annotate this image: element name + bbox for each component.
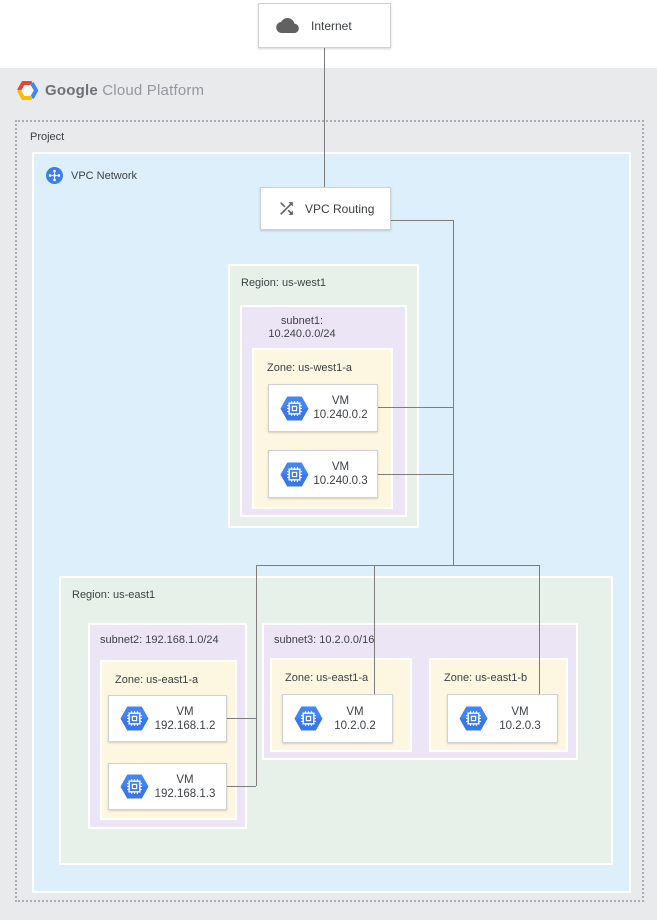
vpc-network-label: VPC Network — [71, 169, 138, 182]
internet-label: Internet — [311, 18, 352, 33]
subnet1-label: subnet1: 10.240.0.0/24 — [268, 315, 336, 340]
vm-node-10-240-0-3: VM 10.240.0.3 — [268, 450, 378, 498]
internet-node: Internet — [258, 3, 391, 48]
line-vm-east1-stub — [227, 718, 256, 719]
line-drop-vm-10-2-0-2 — [374, 565, 375, 695]
gcp-hexagon-icon — [17, 81, 38, 100]
line-vm-west2-to-trunk — [378, 474, 453, 475]
vm-name: VM — [331, 461, 350, 473]
vpc-network-tag: VPC Network — [46, 167, 137, 184]
vm-ip: 192.168.1.2 — [154, 719, 216, 732]
zone-us-east1-a-subnet3-label: Zone: us-east1-a — [285, 672, 369, 684]
vm-ip: 10.2.0.3 — [499, 719, 541, 732]
vpc-routing-label: VPC Routing — [305, 201, 375, 216]
cloud-icon — [276, 17, 299, 33]
gcp-logo: Google Cloud Platform — [17, 80, 204, 101]
vm-text: VM 10.240.0.2 — [310, 394, 377, 422]
zone-us-east1-b-label: Zone: us-east1-b — [444, 672, 528, 684]
compute-engine-icon — [280, 461, 309, 487]
vpc-network-icon — [46, 167, 63, 184]
vm-text: VM 192.168.1.3 — [150, 773, 226, 801]
line-vm-west1-to-trunk — [378, 407, 453, 408]
line-trunk-vertical — [453, 220, 454, 565]
vm-name: VM — [176, 773, 194, 786]
line-distribution-horizontal — [256, 565, 540, 566]
subnet3-label: subnet3: 10.2.0.0/16 — [274, 634, 375, 646]
vm-node-10-2-0-3: VM 10.2.0.3 — [447, 694, 558, 743]
vm-ip: 192.168.1.3 — [154, 787, 216, 800]
gcp-logo-text: Google Cloud Platform — [45, 82, 204, 99]
zone-us-west1-a-label: Zone: us-west1-a — [267, 362, 352, 374]
vm-name: VM — [331, 395, 350, 407]
vm-node-192-168-1-3: VM 192.168.1.3 — [108, 763, 227, 810]
vm-node-10-2-0-2: VM 10.2.0.2 — [282, 694, 393, 743]
line-drop-vm-10-2-0-3 — [539, 565, 540, 695]
vm-text: VM 10.2.0.3 — [489, 705, 557, 733]
zone-us-east1-a-subnet2-label: Zone: us-east1-a — [115, 674, 199, 686]
compute-engine-icon — [294, 706, 323, 731]
vm-name: VM — [346, 705, 364, 718]
vm-text: VM 10.240.0.3 — [310, 460, 377, 488]
line-routing-to-trunk — [391, 220, 453, 221]
vm-node-10-240-0-2: VM 10.240.0.2 — [268, 384, 378, 432]
project-label: Project — [30, 131, 65, 143]
compute-engine-icon — [120, 774, 149, 799]
vm-name: VM — [511, 705, 529, 718]
vm-name: VM — [176, 705, 194, 718]
vm-ip: 10.240.0.2 — [313, 409, 368, 421]
line-internet-to-routing — [324, 48, 325, 187]
vm-node-192-168-1-2: VM 192.168.1.2 — [108, 695, 227, 742]
region-us-west1-label: Region: us-west1 — [241, 277, 326, 289]
vm-text: VM 192.168.1.2 — [150, 705, 226, 733]
project-container: Project — [15, 120, 644, 902]
vm-text: VM 10.2.0.2 — [324, 705, 392, 733]
vm-ip: 10.240.0.3 — [313, 475, 368, 487]
compute-engine-icon — [120, 706, 149, 731]
region-us-east1-label: Region: us-east1 — [72, 589, 156, 601]
vm-ip: 10.2.0.2 — [334, 719, 376, 732]
compute-engine-icon — [459, 706, 488, 731]
line-drop-subnet2 — [256, 565, 257, 786]
brand-cloud-platform: Cloud Platform — [102, 82, 205, 99]
vpc-routing-node: VPC Routing — [260, 187, 391, 230]
brand-google: Google — [45, 82, 98, 99]
compute-engine-icon — [280, 395, 309, 421]
routing-icon — [280, 202, 293, 215]
line-vm-east2-stub — [227, 786, 256, 787]
subnet2-label: subnet2: 192.168.1.0/24 — [100, 634, 219, 646]
